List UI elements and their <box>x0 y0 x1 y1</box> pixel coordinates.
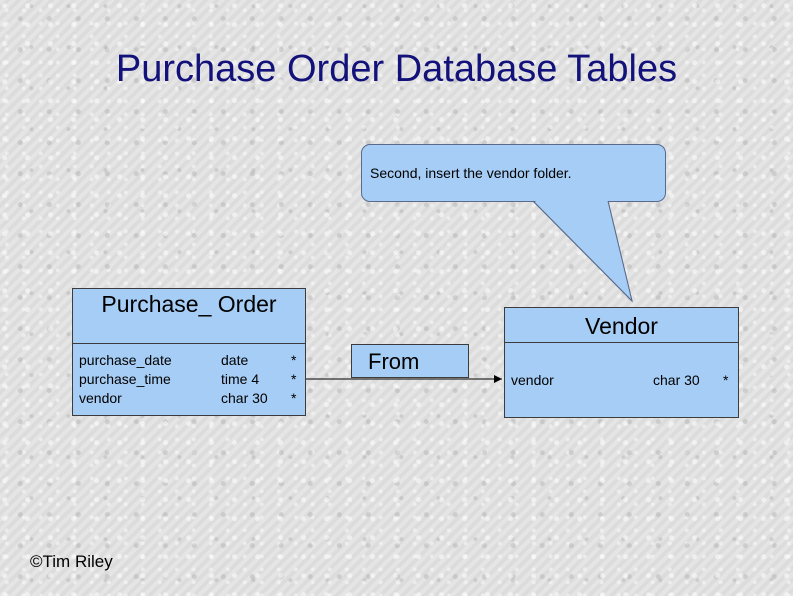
vendor-table-fields[interactable]: vendor char 30 * <box>504 343 739 418</box>
field-type: time 4 <box>221 371 260 387</box>
from-label-box: From <box>351 344 469 378</box>
vendor-table-name: Vendor <box>585 313 658 339</box>
copyright-footer: ©Tim Riley <box>30 552 113 571</box>
field-type: char 30 <box>653 372 700 388</box>
vendor-table-header[interactable]: Vendor <box>504 307 739 343</box>
slide-title: Purchase Order Database Tables <box>115 48 678 90</box>
relation-arrowhead <box>494 375 502 383</box>
field-name: purchase_time <box>79 371 171 387</box>
purchase-order-table-name: Purchase_ Order <box>101 291 277 317</box>
field-name: vendor <box>79 390 122 406</box>
field-flag: * <box>291 390 297 406</box>
field-name: vendor <box>511 372 554 388</box>
callout-text: Second, insert the vendor folder. <box>370 165 572 181</box>
purchase-order-table-fields[interactable]: purchase_date date * purchase_time time … <box>72 344 306 416</box>
field-type: date <box>221 352 249 368</box>
purchase-order-table-header[interactable]: Purchase_ Order <box>72 288 306 344</box>
from-label: From <box>368 349 420 374</box>
field-name: purchase_date <box>79 352 172 368</box>
field-flag: * <box>723 372 729 388</box>
callout-bubble: Second, insert the vendor folder. <box>361 144 666 202</box>
field-flag: * <box>291 352 297 368</box>
field-flag: * <box>291 371 297 387</box>
field-type: char 30 <box>221 390 268 406</box>
